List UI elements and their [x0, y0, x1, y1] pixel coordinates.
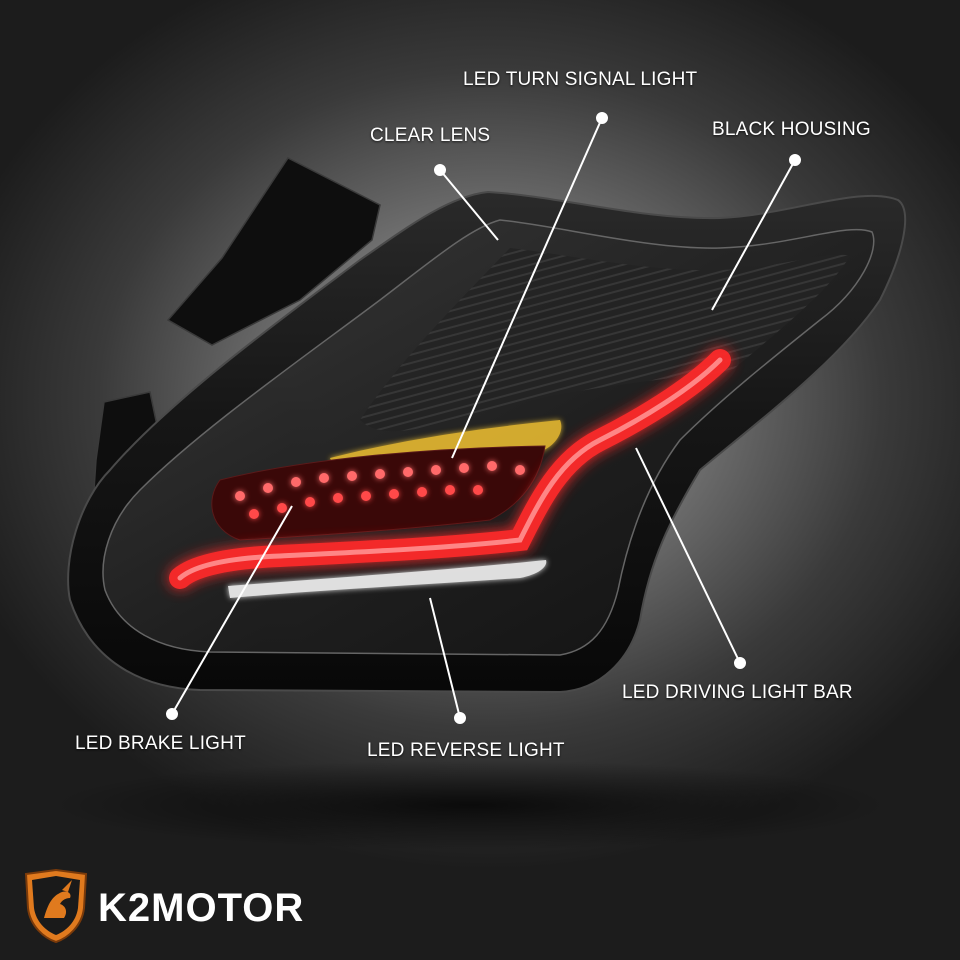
leader-driving-light-bar — [635, 447, 741, 664]
label-reverse-light: LED REVERSE LIGHT — [367, 740, 565, 761]
leader-dot-brake-light — [166, 708, 178, 720]
label-turn-signal: LED TURN SIGNAL LIGHT — [463, 69, 698, 90]
leader-dot-driving-light-bar — [734, 657, 746, 669]
brake-led-group — [235, 461, 525, 519]
label-driving-light-bar: LED DRIVING LIGHT BAR — [622, 682, 853, 703]
leader-dot-black-housing — [789, 154, 801, 166]
leader-dot-clear-lens — [434, 164, 446, 176]
label-black-housing: BLACK HOUSING — [712, 119, 871, 140]
reverse-light-strip — [228, 560, 547, 598]
leader-clear-lens — [439, 169, 499, 241]
label-brake-light: LED BRAKE LIGHT — [75, 733, 246, 754]
lens-rib-texture — [360, 248, 850, 432]
mounting-fin-top — [166, 157, 381, 346]
leader-reverse-light — [429, 597, 461, 719]
floor-shadow — [50, 760, 890, 850]
brand-wordmark: K2MOTOR — [98, 886, 305, 930]
shield-icon — [24, 868, 88, 944]
label-clear-lens: CLEAR LENS — [370, 125, 491, 146]
callout-leaders — [166, 112, 801, 724]
leader-black-housing — [711, 159, 796, 311]
leader-dot-reverse-light — [454, 712, 466, 724]
leader-turn-signal — [451, 117, 603, 459]
leader-dot-turn-signal — [596, 112, 608, 124]
driving-light-bar-core — [177, 357, 723, 581]
leader-brake-light — [171, 505, 293, 715]
brand-logo: K2MOTOR — [22, 868, 322, 948]
